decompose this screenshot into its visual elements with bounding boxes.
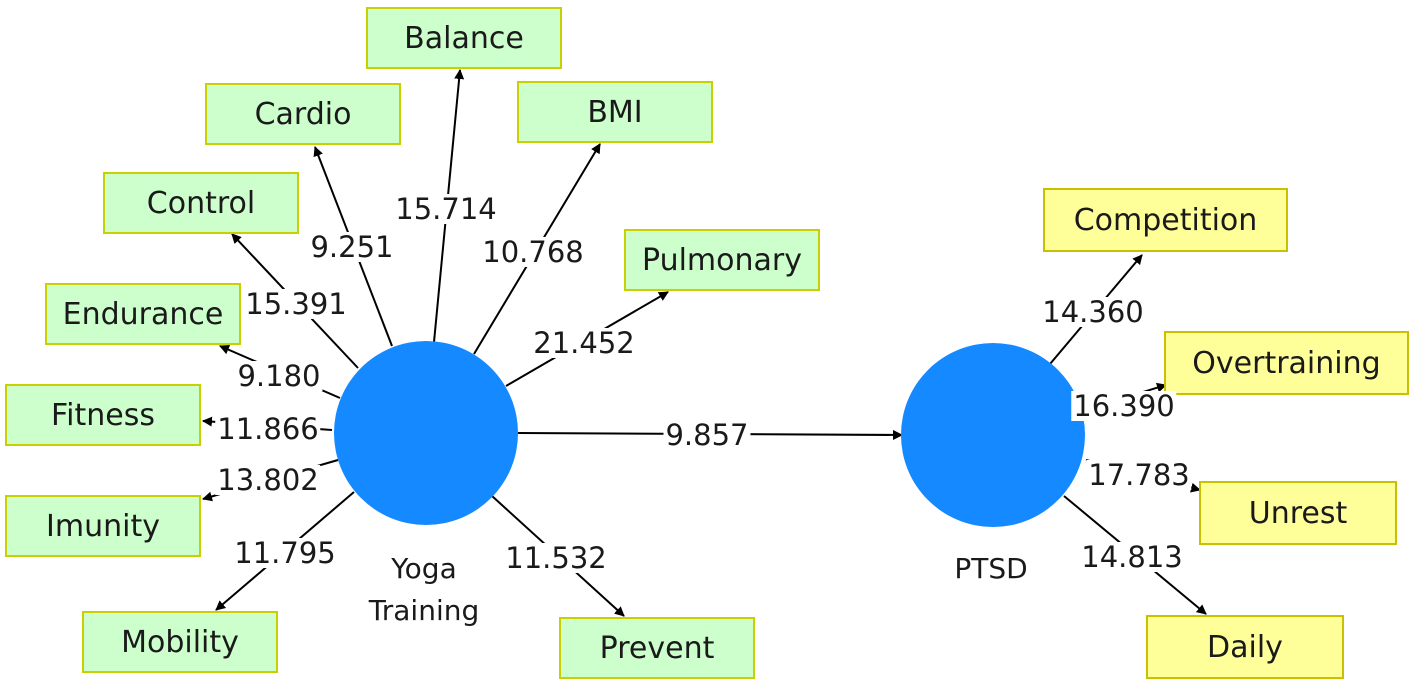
edge-value-cardio: 9.251 [308,230,396,264]
indicator-endurance[interactable]: Endurance [45,283,241,345]
indicator-control[interactable]: Control [103,172,299,234]
indicator-label: Cardio [254,96,352,132]
edge-value-daily: 14.813 [1079,540,1185,574]
indicator-pulmonary[interactable]: Pulmonary [624,229,820,291]
edge-value-imunity: 13.802 [215,463,321,497]
construct-label-line: Yoga [391,552,457,585]
indicator-prevent[interactable]: Prevent [559,617,755,679]
edge-value-competition: 14.360 [1040,295,1146,329]
indicator-label: Endurance [62,296,224,332]
indicator-cardio[interactable]: Cardio [205,83,401,145]
edge-value-mobility: 11.795 [232,536,338,570]
indicator-competition[interactable]: Competition [1043,188,1288,252]
indicator-label: Mobility [121,624,239,660]
edge-value-path: 9.857 [663,418,751,452]
construct-label-ptsd: PTSD [954,552,1028,585]
construct-label-line: Training [368,594,480,627]
construct-ptsd[interactable] [901,343,1085,527]
construct-label-yoga-training: Yoga Training [369,548,479,632]
construct-yoga-training[interactable] [334,341,518,525]
indicator-label: Competition [1073,202,1258,238]
indicator-label: BMI [587,94,643,130]
edge-value-prevent: 11.532 [503,541,609,575]
indicator-label: Overtraining [1192,345,1381,381]
edge-value-bmi: 10.768 [480,235,586,269]
indicator-balance[interactable]: Balance [366,7,562,69]
indicator-overtraining[interactable]: Overtraining [1164,331,1409,395]
indicator-daily[interactable]: Daily [1146,615,1344,679]
indicator-mobility[interactable]: Mobility [82,611,278,673]
indicator-unrest[interactable]: Unrest [1199,481,1397,545]
indicator-label: Control [146,185,256,221]
edge-value-overtraining: 16.390 [1071,389,1177,423]
indicator-label: Fitness [51,397,155,433]
indicator-label: Balance [404,20,524,56]
indicator-bmi[interactable]: BMI [517,81,713,143]
edge-value-balance: 15.714 [393,192,499,226]
edge-value-pulmonary: 21.452 [531,326,637,360]
edge-value-fitness: 11.866 [215,412,321,446]
edge-value-unrest: 17.783 [1086,458,1192,492]
indicator-label: Daily [1207,629,1283,665]
edge-value-endurance: 9.180 [235,359,323,393]
indicator-fitness[interactable]: Fitness [5,384,201,446]
indicator-label: Unrest [1248,495,1348,531]
edge-value-control: 15.391 [243,287,349,321]
indicator-label: Prevent [599,630,715,666]
indicator-label: Pulmonary [642,242,802,278]
indicator-label: Imunity [46,508,160,544]
indicator-imunity[interactable]: Imunity [5,495,201,557]
